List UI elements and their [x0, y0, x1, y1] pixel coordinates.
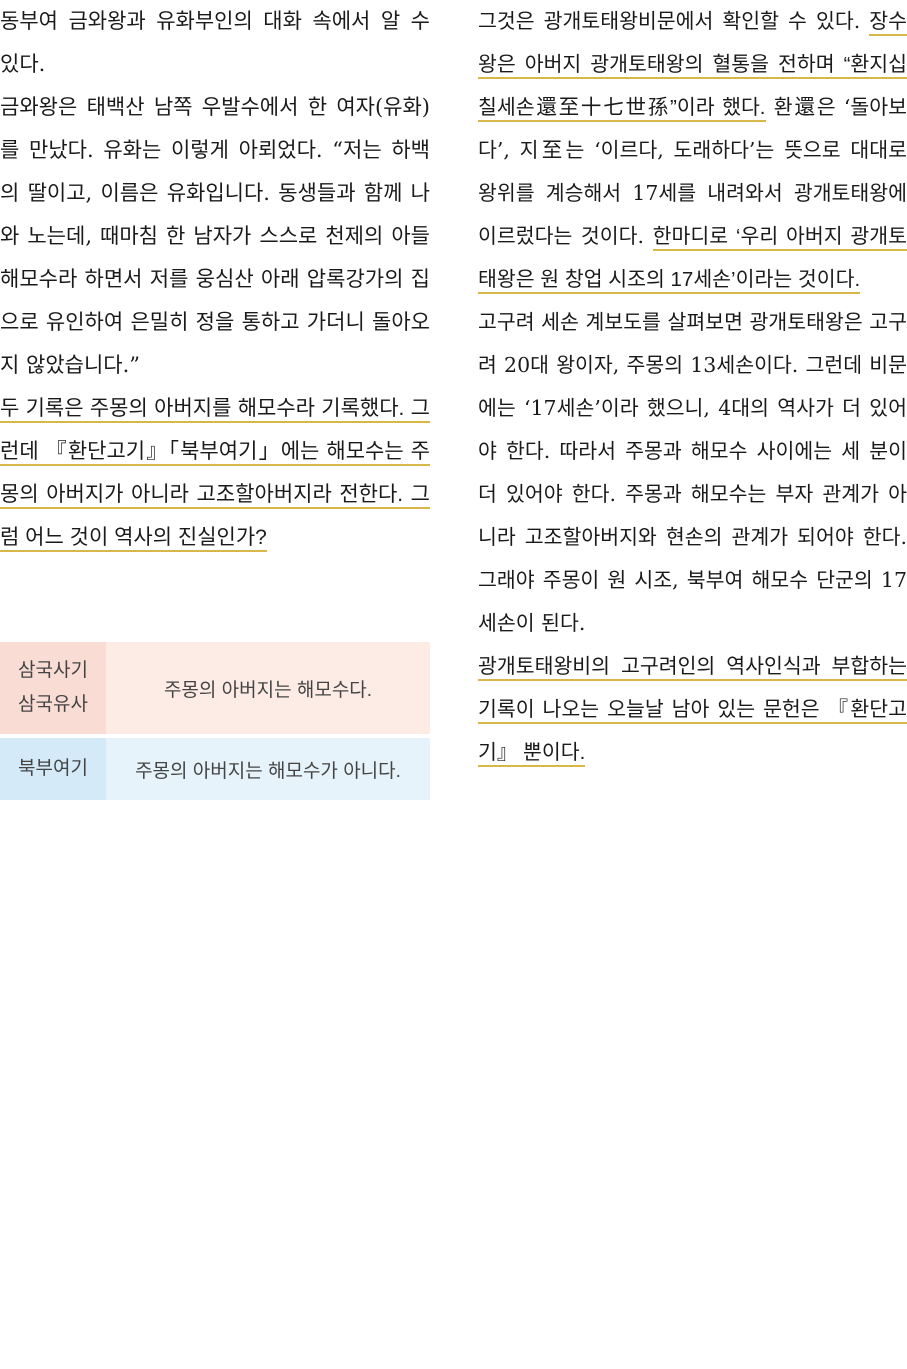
paragraph-stele-inscription: 그것은 광개토태왕비문에서 확인할 수 있다. 장수왕은 아버지 광개토태왕의 …	[478, 0, 907, 301]
highlighted-text-question: 두 기록은 주몽의 아버지를 해모수라 기록했다. 그런데 『환단고기』「북부여…	[0, 397, 430, 552]
highlighted-text-conclusion: 광개토태왕비의 고구려인의 역사인식과 부합하는 기록이 나오는 오늘날 남아 …	[478, 655, 907, 767]
comparison-table: 삼국사기 삼국유사 주몽의 아버지는 해모수다. 북부여기 주몽의 아버지는 해…	[0, 638, 430, 804]
paragraph-conclusion: 광개토태왕비의 고구려인의 역사인식과 부합하는 기록이 나오는 오늘날 남아 …	[478, 645, 907, 774]
paragraph-genealogy: 고구려 세손 계보도를 살펴보면 광개토태왕은 고구려 20대 왕이자, 주몽의…	[478, 310, 907, 635]
source-label: 북부여기	[18, 758, 88, 779]
left-column: 동부여 금와왕과 유화부인의 대화 속에서 알 수 있다. 금와왕은 태백산 남…	[0, 0, 430, 559]
table-cell-sources: 삼국사기 삼국유사	[0, 642, 106, 734]
paragraph-question: 두 기록은 주몽의 아버지를 해모수라 기록했다. 그런데 『환단고기』「북부여…	[0, 387, 430, 559]
table-cell-sources: 북부여기	[0, 738, 106, 800]
table-cell-statement: 주몽의 아버지는 해모수다.	[106, 642, 430, 734]
text-run: 환還은 ‘돌아보다’, 지至는 ‘이르다, 도래하다’는 뜻으로 대대로 왕위를…	[478, 95, 907, 248]
text-run: 그것은 광개토태왕비문에서 확인할 수 있다.	[478, 9, 870, 33]
table-cell-statement: 주몽의 아버지는 해모수가 아니다.	[106, 738, 430, 800]
table-row: 북부여기 주몽의 아버지는 해모수가 아니다.	[0, 738, 430, 800]
paragraph-intro: 동부여 금와왕과 유화부인의 대화 속에서 알 수 있다.	[0, 9, 430, 76]
table-row: 삼국사기 삼국유사 주몽의 아버지는 해모수다.	[0, 642, 430, 734]
source-label: 삼국사기	[18, 660, 88, 681]
paragraph-yuhwa-story: 금와왕은 태백산 남쪽 우발수에서 한 여자(유화)를 만났다. 유화는 이렇게…	[0, 95, 430, 377]
right-column: 그것은 광개토태왕비문에서 확인할 수 있다. 장수왕은 아버지 광개토태왕의 …	[478, 0, 907, 774]
highlighted-text-seventeenth-descendant: 장수왕은 아버지 광개토태왕의 혈통을 전하며 “환지십칠세손還至十七世孫”이라…	[478, 10, 907, 122]
source-label: 삼국유사	[18, 694, 88, 715]
highlighted-text-summary: 한마디로 ‘우리 아버지 광개토태왕은 원 창업 시조의 17세손’이라는 것이…	[478, 225, 907, 294]
